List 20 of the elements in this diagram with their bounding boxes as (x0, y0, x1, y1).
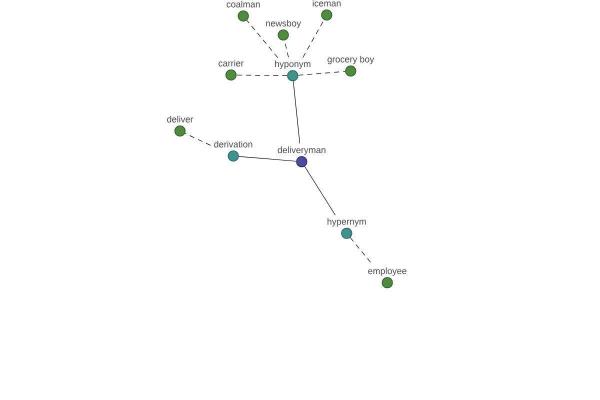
node-label: newsboy (266, 20, 302, 28)
link-line (292, 80, 300, 144)
link-line (238, 156, 296, 162)
node-label: coalman (226, 0, 260, 8)
link-line (304, 166, 336, 216)
link-line (298, 71, 346, 76)
link-line (350, 237, 373, 265)
link-line (184, 133, 211, 146)
node-label: deliver (167, 116, 194, 122)
node-label: deliveryman (278, 146, 326, 155)
node-label: hyponym (275, 60, 310, 69)
node-label: carrier (218, 60, 244, 66)
node-label: iceman (312, 0, 341, 6)
node-label: employee (368, 268, 406, 276)
node-label: grocery boy (328, 56, 374, 64)
node-label: derivation (214, 140, 252, 148)
link-line (236, 74, 288, 76)
link-line (302, 20, 324, 58)
node-label: hypernym (328, 218, 366, 227)
link-line (246, 20, 278, 58)
